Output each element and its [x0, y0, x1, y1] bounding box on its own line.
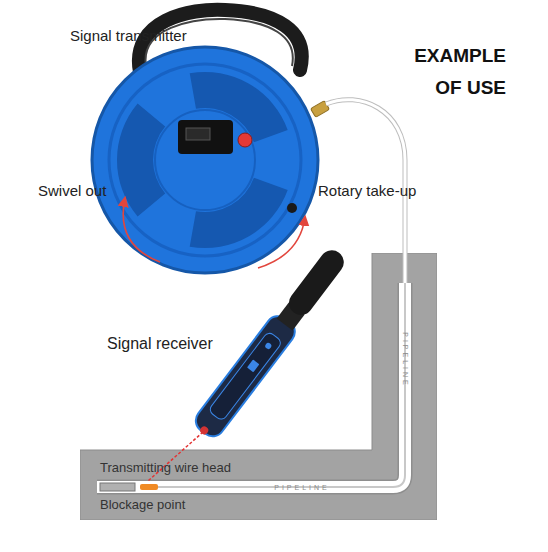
band-shape	[80, 253, 437, 520]
swivel-arrow	[123, 198, 160, 262]
pipe-label: Blockage point	[100, 497, 185, 512]
part-label: Signal transmitter	[70, 27, 187, 44]
reel-body	[92, 47, 318, 273]
band-outline	[80, 253, 437, 520]
receiver-wand	[190, 244, 351, 443]
display-panel	[178, 120, 233, 154]
reel-window	[190, 72, 288, 142]
diagram-title: EXAMPLE OF USE	[410, 40, 506, 104]
receiver-body	[191, 311, 300, 441]
receiver-badge	[247, 359, 259, 372]
receiver-neck	[277, 302, 305, 330]
pipe-label: Transmitting wire head	[100, 460, 231, 475]
takeup-arrow	[258, 217, 305, 268]
pipe-marking: PIPELINE	[402, 332, 409, 388]
part-label: Rotary take-up	[318, 182, 416, 199]
pipeline-band: PIPELINETransmitting wire headPIPELINEBl…	[80, 253, 437, 520]
display-screen	[186, 128, 210, 140]
receiver-handle	[284, 246, 348, 320]
part-label: Swivel out	[38, 182, 106, 199]
power-button	[238, 133, 252, 147]
receiver-button	[264, 342, 272, 350]
part-label: Signal receiver	[107, 335, 213, 353]
reel-hub	[155, 110, 255, 210]
receiver-panel	[208, 331, 283, 422]
reel-window	[117, 103, 165, 216]
pipe-marking: PIPELINE	[274, 484, 330, 491]
cable-connector	[311, 101, 330, 118]
reel-groove	[109, 64, 301, 256]
reel-window	[190, 178, 288, 248]
reel-knob	[287, 203, 297, 213]
receiver-tip	[199, 425, 210, 436]
